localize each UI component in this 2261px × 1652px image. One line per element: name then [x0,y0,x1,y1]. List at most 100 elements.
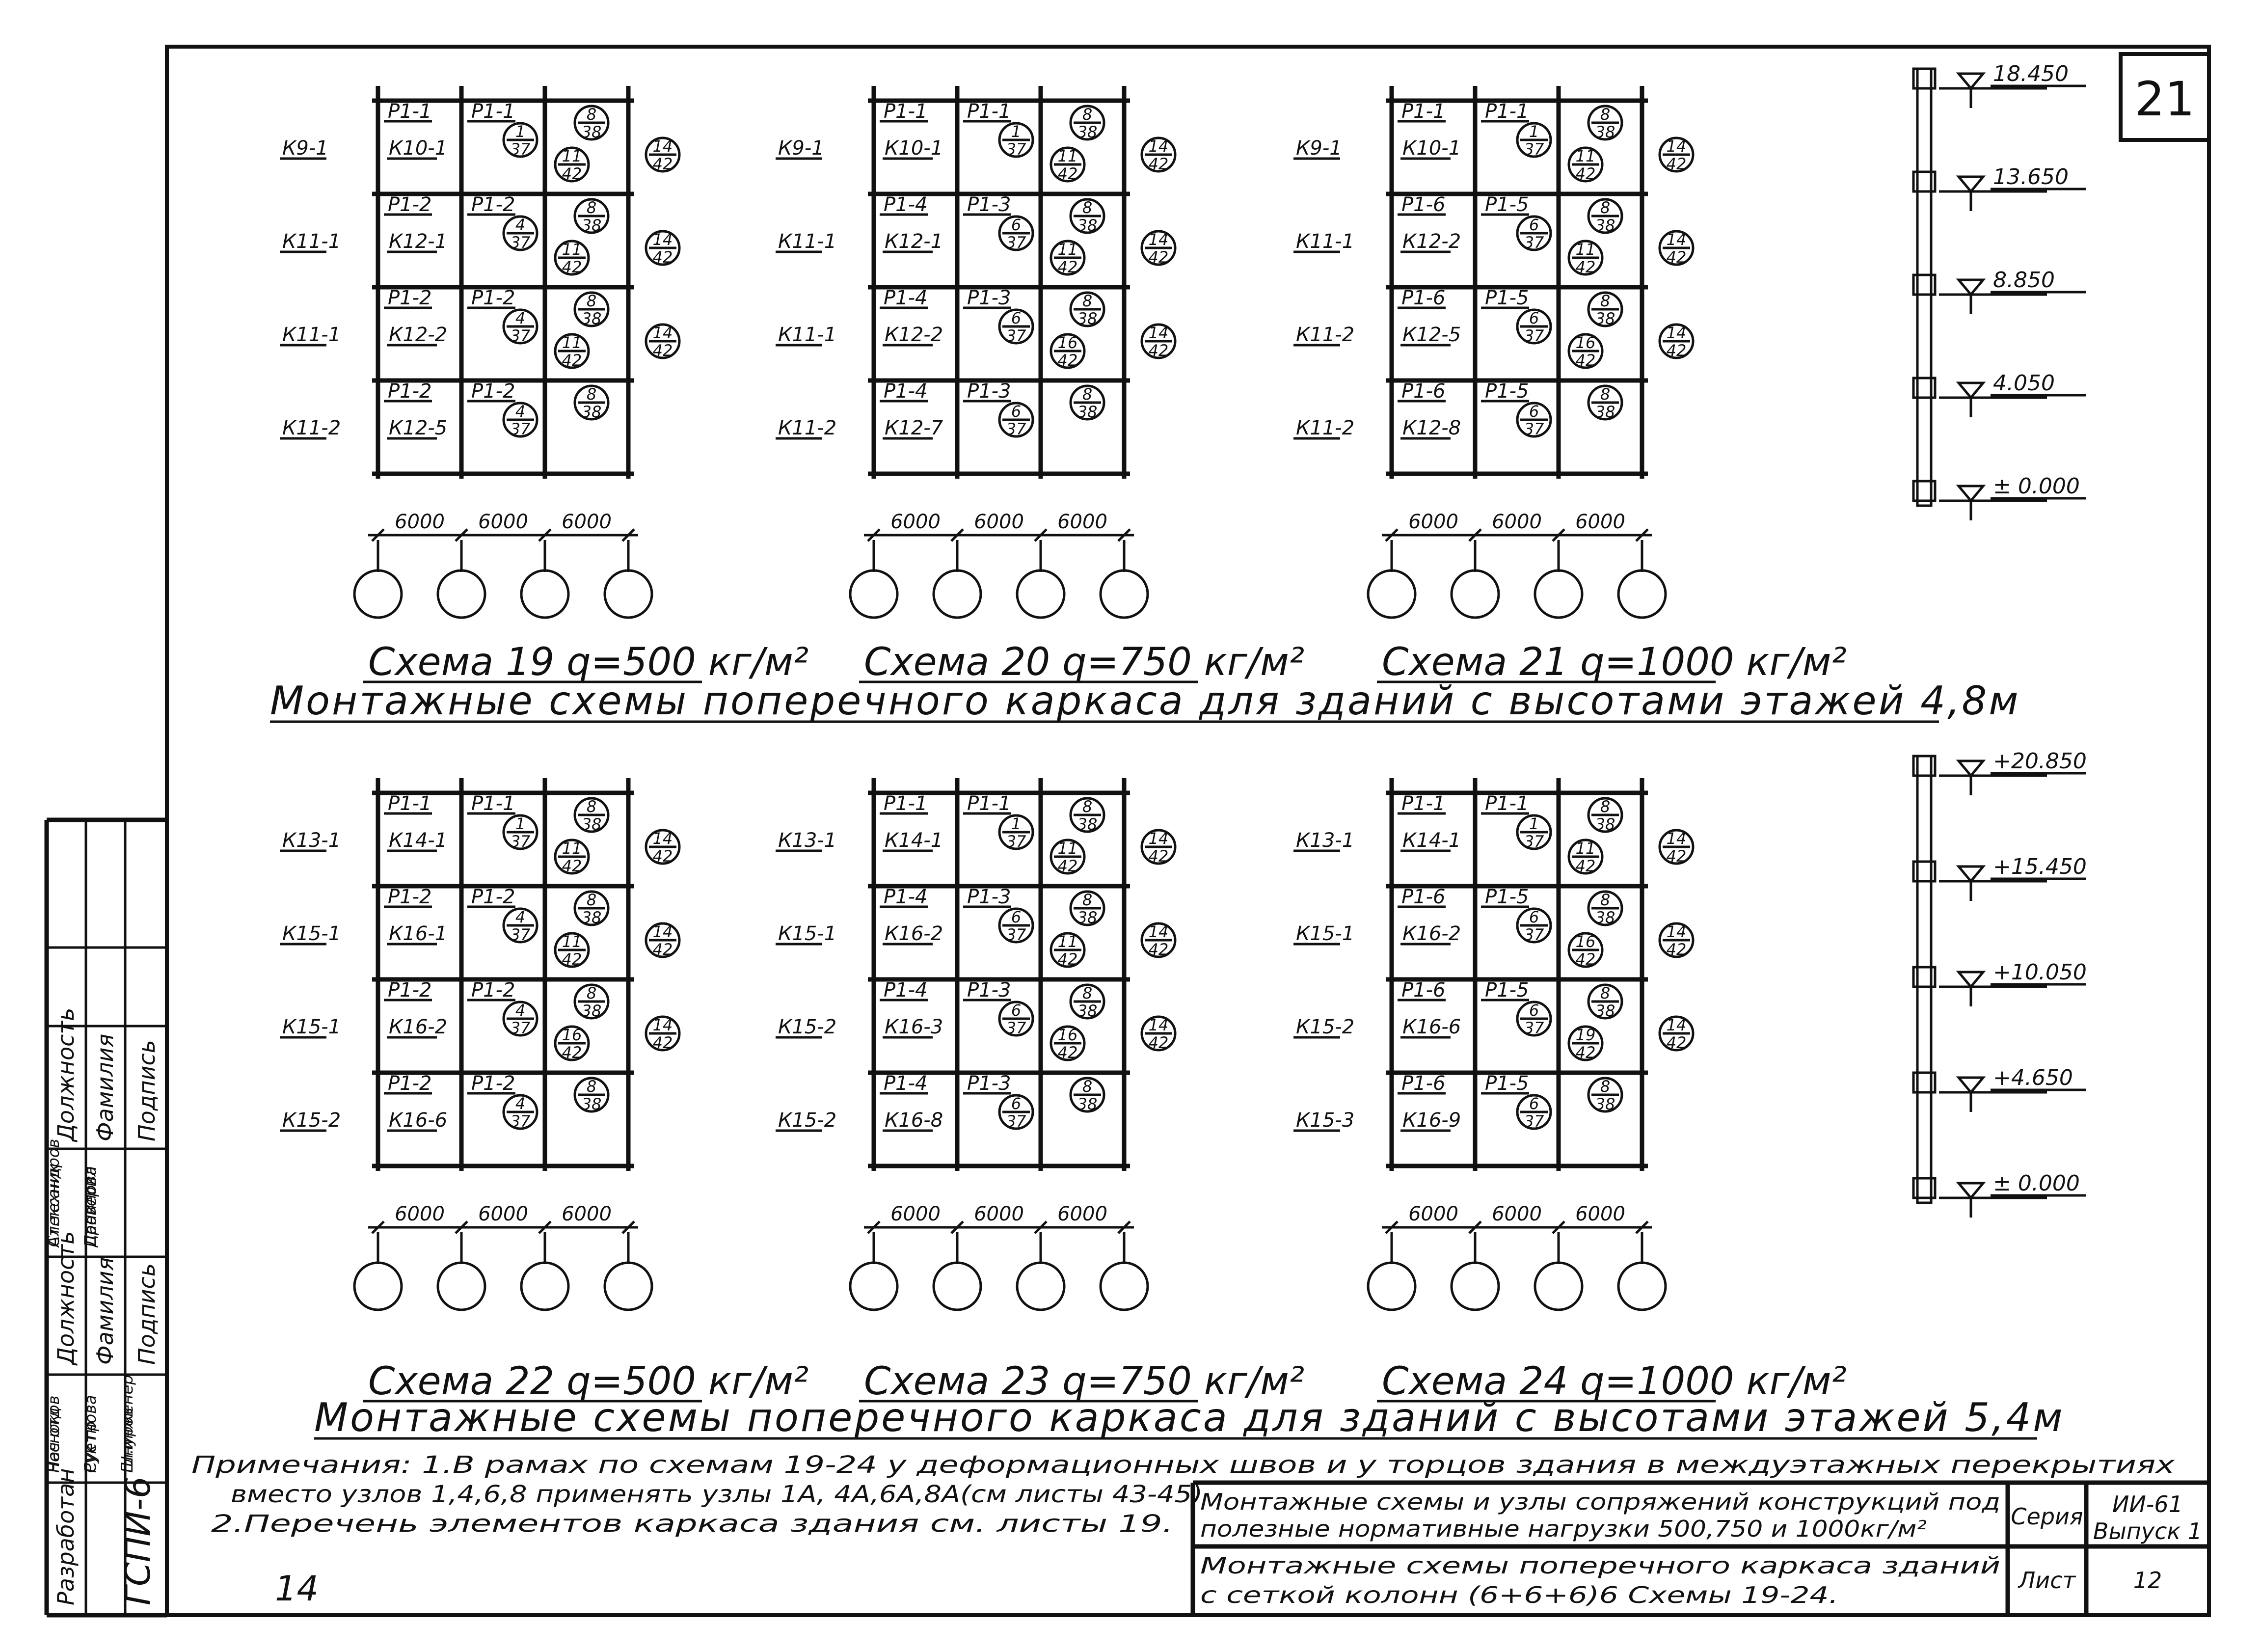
beam-label: Р1-2 [471,886,515,908]
beam-label: Р1-5 [1485,1072,1529,1095]
beam-label: Р1-3 [967,193,1011,216]
page-mark: 14 [275,1569,319,1609]
beam-label: Р1-2 [388,979,431,1002]
node-circle [554,1025,590,1061]
beam-label: Р1-1 [884,100,927,123]
node-number: 1 [1011,814,1021,833]
node-number: 14 [653,137,673,156]
axis-bubble [1099,569,1149,619]
node-circle [1658,230,1695,266]
node-sheet: 38 [582,403,602,421]
dimension-tick [371,1220,385,1234]
column-label: К11-2 [1296,324,1354,346]
beam-label: Р1-1 [388,792,431,815]
node-sheet: 42 [1667,155,1687,173]
scheme-caption: Схема 23 q=750 кг/м² [864,1359,1304,1404]
axis-bubble [1367,569,1417,619]
beam-label: Р1-2 [388,287,431,309]
sheet-value: 12 [2133,1567,2162,1594]
node-circle [1140,829,1177,865]
node-circle [573,983,610,1020]
node-circle [1050,932,1086,968]
node-sheet: 38 [1077,815,1098,834]
developer-label: Разработан [53,1468,79,1605]
node-sheet: 42 [1149,1033,1169,1052]
axis-bubble [849,569,899,619]
node-circle [573,797,610,833]
node-number: 11 [1576,147,1596,165]
node-number: 19 [1576,1026,1596,1044]
node-number: 14 [1667,137,1687,156]
node-circle [1516,215,1552,251]
node-sheet: 38 [1077,1002,1098,1020]
sheet-title-line-2: с сеткой колонн (6+6+6)6 Схемы 19-24. [1200,1582,1838,1608]
node-sheet: 42 [1667,940,1687,959]
node-number: 8 [1082,797,1092,816]
beam-label: Р1-1 [967,792,1011,815]
scheme-caption: Схема 24 q=1000 кг/м² [1382,1359,1847,1404]
signature-cell: Рук гр [81,1421,100,1473]
node-number: 16 [1058,1026,1078,1044]
node-sheet: 42 [562,164,582,183]
beam-label: Р1-1 [388,100,431,123]
column-label: К15-3 [1296,1109,1354,1132]
node-sheet: 42 [1667,1033,1687,1052]
node-circle [573,1077,610,1113]
node-number: 8 [1082,105,1092,124]
node-circle [1140,1015,1177,1052]
node-number: 14 [1667,324,1687,342]
node-circle [1516,308,1552,345]
node-sheet: 42 [653,341,673,360]
node-sheet: 38 [1595,908,1615,927]
beam-label: Р1-1 [1485,100,1529,123]
node-circle [998,308,1034,345]
node-number: 11 [562,839,582,858]
node-sheet: 37 [511,420,531,438]
node-number: 1 [515,122,525,141]
node-number: 11 [1058,839,1078,858]
node-sheet: 38 [1595,1002,1615,1020]
signature-header: Фамилия [92,1034,118,1141]
node-number: 6 [1529,1001,1539,1020]
node-number: 14 [1149,829,1169,848]
node-sheet: 38 [582,815,602,834]
node-circle [1140,230,1177,266]
node-sheet: 42 [1149,248,1169,267]
node-sheet: 42 [1667,248,1687,267]
node-sheet: 42 [562,950,582,969]
node-circle [1050,839,1086,875]
node-sheet: 38 [1595,216,1615,235]
node-circle [1516,122,1552,158]
span-dimension: 6000 [974,511,1024,533]
node-number: 8 [587,385,596,404]
node-circle [1658,323,1695,359]
elevation-value: 8.850 [1993,268,2055,293]
mid-column-label: К14-1 [389,829,447,852]
node-circle [1516,907,1552,944]
node-circle [1567,333,1604,369]
node-number: 8 [1600,891,1610,909]
column-joint [1912,755,1937,777]
node-circle [554,932,590,968]
node-sheet: 38 [582,309,602,328]
dimension-tick [1552,528,1565,542]
node-sheet: 37 [511,1019,531,1037]
signature-cell: Шнуров [118,1408,136,1473]
node-circle [1050,1025,1086,1061]
elevation-value: +10.050 [1993,960,2087,985]
node-circle [502,907,538,944]
mid-column-label: К12-5 [1402,324,1461,346]
axis-bubble [1099,1261,1149,1311]
node-number: 14 [653,324,673,342]
node-sheet: 42 [1149,155,1169,173]
signature-cell: Александров [44,1139,63,1248]
beam-label: Р1-1 [1401,100,1445,123]
node-circle [645,323,681,359]
node-circle [645,829,681,865]
axis-bubble [436,569,486,619]
span-dimension: 6000 [1408,1203,1458,1225]
mid-column-label: К14-1 [885,829,943,852]
